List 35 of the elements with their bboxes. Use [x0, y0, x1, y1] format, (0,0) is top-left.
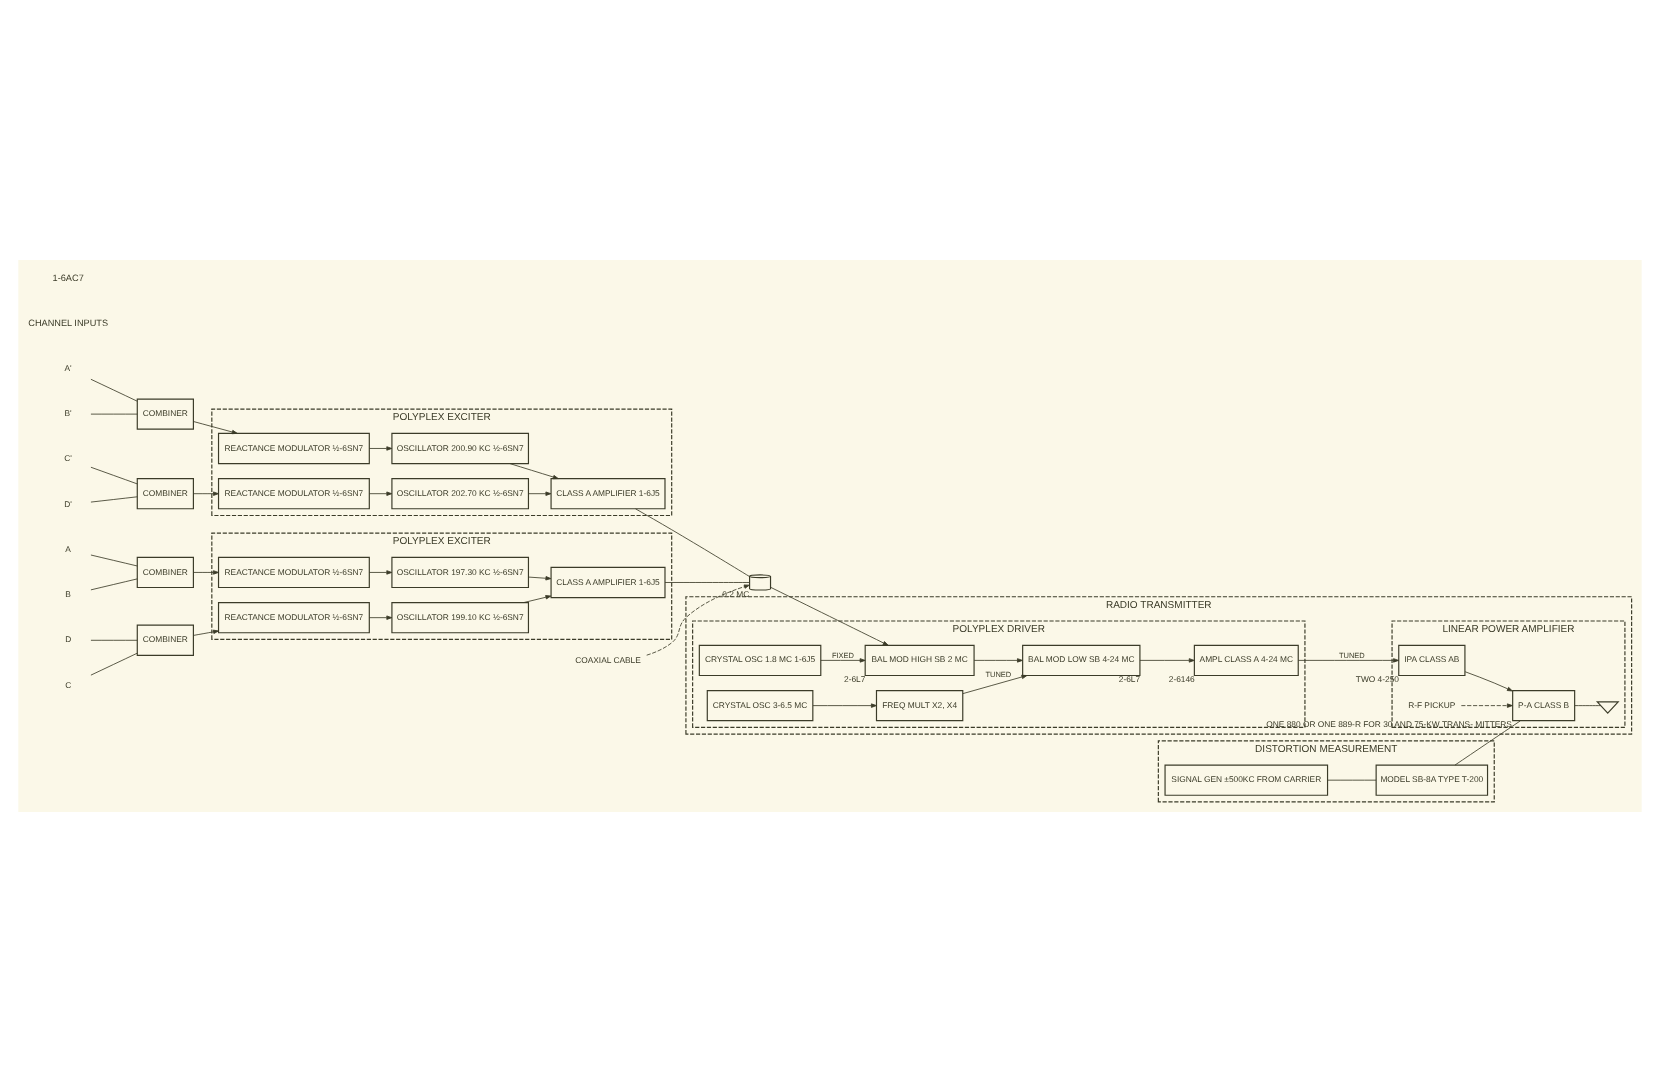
arrow [962, 673, 1028, 694]
node-antenna [1595, 700, 1620, 714]
arrow [1464, 670, 1513, 691]
arrow [193, 490, 219, 495]
arrow [193, 628, 219, 635]
arrow [812, 702, 877, 707]
arrow [1139, 657, 1195, 662]
arrow [1297, 657, 1399, 662]
arrow [973, 657, 1023, 662]
arrow [193, 420, 238, 434]
arrow [193, 569, 219, 574]
connector [1327, 778, 1377, 780]
arrow [528, 575, 552, 580]
connector [90, 495, 138, 502]
arrow [368, 445, 393, 450]
arrow [368, 614, 393, 619]
connector [90, 465, 138, 484]
connector [90, 412, 138, 414]
connector [90, 638, 138, 640]
arrow [770, 585, 889, 645]
connector [90, 553, 138, 566]
arrow [368, 490, 393, 495]
arrow [646, 583, 750, 655]
connector [664, 581, 750, 582]
connector [635, 507, 750, 576]
connector [90, 577, 138, 590]
arrow [509, 462, 559, 479]
arrow [523, 594, 552, 602]
connector [1574, 704, 1602, 706]
arrow [368, 569, 393, 574]
arrow [820, 657, 866, 662]
arrow [1460, 702, 1513, 707]
connector [90, 377, 138, 401]
arrow [528, 490, 552, 495]
connector [90, 651, 138, 675]
